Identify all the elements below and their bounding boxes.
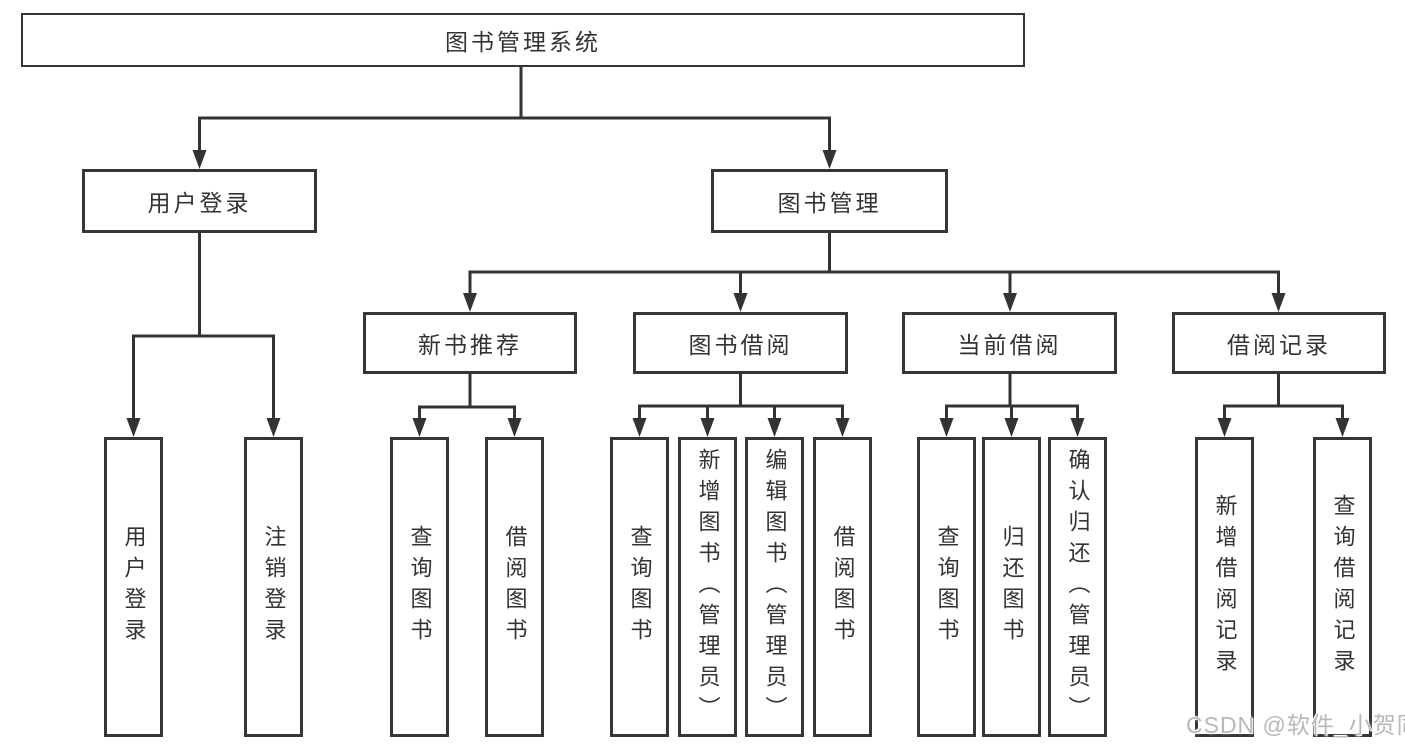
node-section-book-borrowing: 图书借阅 (633, 312, 848, 374)
arrow-down-icon (126, 150, 1350, 437)
node-leaf-logout-action: 注销登录 (244, 437, 303, 737)
node-section-current-borrowing: 当前借阅 (902, 312, 1117, 374)
node-leaf-query-books-borrowing: 查询图书 (610, 437, 669, 737)
node-leaf-query-books-recommend: 查询图书 (390, 437, 449, 737)
node-leaf-add-books-admin: 新增图书（管理员） (678, 437, 737, 737)
tree-connector-lines (132, 67, 1344, 428)
leaf-label: 查询图书 (934, 525, 960, 649)
leaf-label: 借阅图书 (502, 525, 528, 649)
node-leaf-confirm-return-admin: 确认归还（管理员） (1048, 437, 1107, 737)
leaf-label: 查询借阅记录 (1330, 494, 1356, 680)
leaf-label: 查询图书 (627, 525, 653, 649)
section-current-borrowing-label: 当前借阅 (957, 332, 1062, 358)
branch-user-login-label: 用户登录 (147, 190, 252, 216)
node-branch-user-login: 用户登录 (82, 169, 317, 233)
leaf-label: 查询图书 (407, 525, 433, 649)
node-branch-book-management: 图书管理 (711, 169, 948, 233)
node-leaf-borrow-books-borrowing: 借阅图书 (813, 437, 872, 737)
node-leaf-query-books-current: 查询图书 (917, 437, 976, 737)
leaf-label: 归还图书 (999, 525, 1025, 649)
leaf-label: 用户登录 (121, 525, 147, 649)
node-section-new-book-recommend: 新书推荐 (363, 312, 577, 374)
leaf-label: 借阅图书 (830, 525, 856, 649)
leaf-label: 编辑图书（管理员） (762, 447, 788, 727)
leaf-label: 确认归还（管理员） (1065, 447, 1091, 727)
node-leaf-query-borrow-record: 查询借阅记录 (1313, 437, 1372, 737)
node-leaf-edit-books-admin: 编辑图书（管理员） (745, 437, 804, 737)
leaf-label: 新增借阅记录 (1212, 494, 1238, 680)
node-leaf-user-login-action: 用户登录 (104, 437, 163, 737)
node-root-label: 图书管理系统 (445, 29, 601, 55)
node-section-borrowing-records: 借阅记录 (1172, 312, 1386, 374)
section-new-book-recommend-label: 新书推荐 (418, 332, 522, 358)
node-leaf-borrow-books-recommend: 借阅图书 (485, 437, 544, 737)
node-root-system: 图书管理系统 (21, 13, 1025, 67)
leaf-label: 新增图书（管理员） (695, 447, 721, 727)
node-leaf-add-borrow-record: 新增借阅记录 (1195, 437, 1254, 737)
node-leaf-return-books: 归还图书 (982, 437, 1041, 737)
section-book-borrowing-label: 图书借阅 (688, 332, 793, 358)
watermark: CSDN @软件_小贺同学 (1186, 712, 1405, 738)
branch-book-management-label: 图书管理 (777, 190, 882, 216)
leaf-label: 注销登录 (261, 525, 287, 649)
section-borrowing-records-label: 借阅记录 (1227, 332, 1331, 358)
